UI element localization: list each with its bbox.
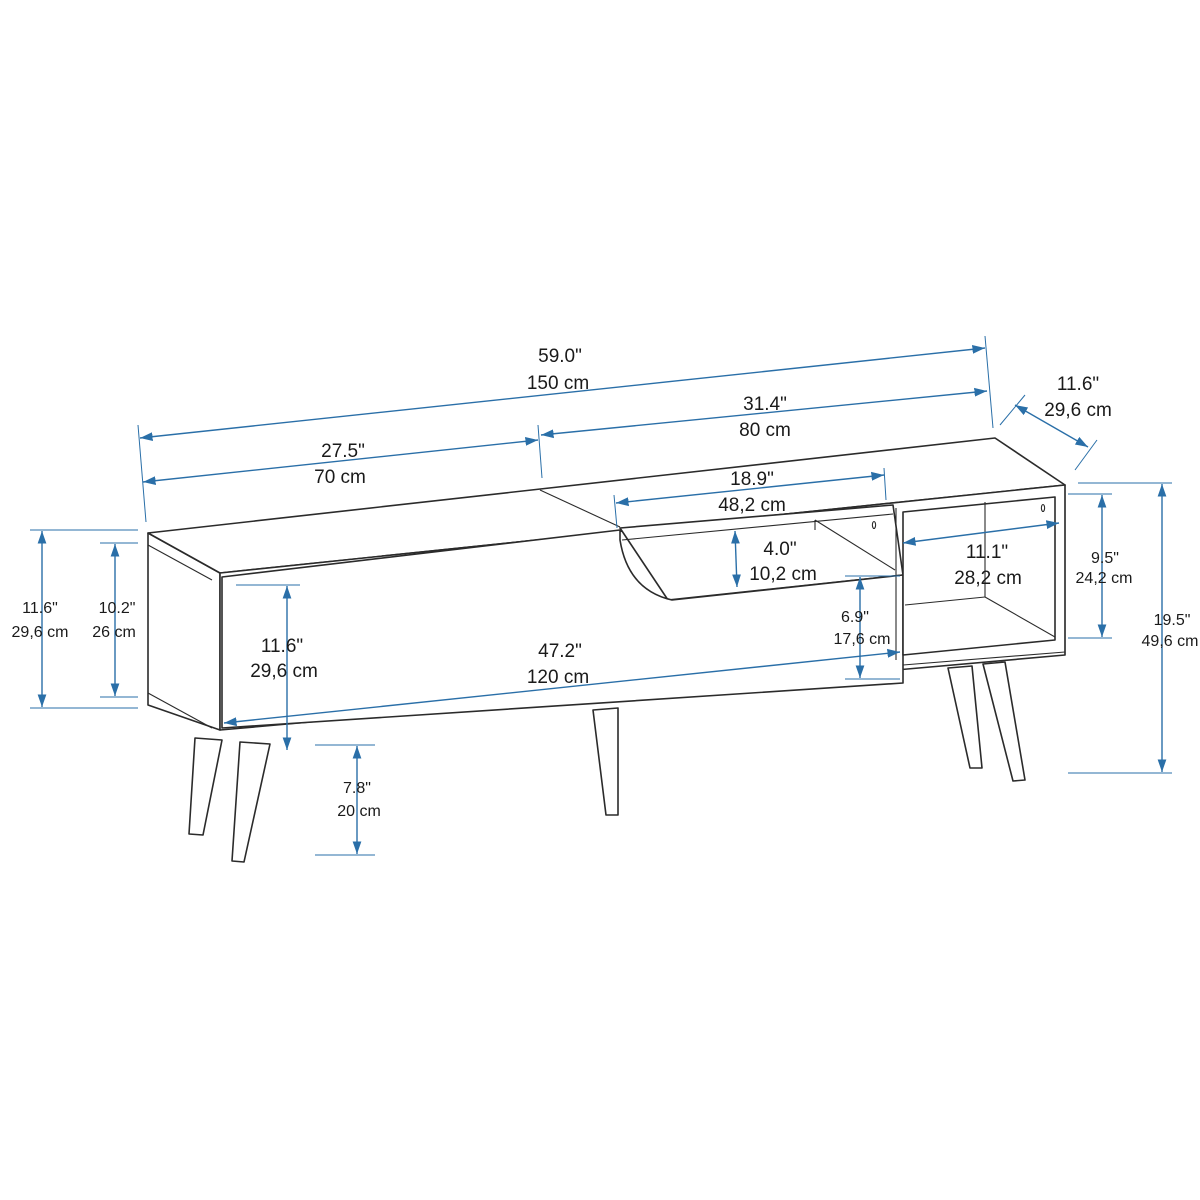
dim-left-section: [142, 436, 539, 486]
label-front-width-cm: 120 cm: [527, 667, 589, 688]
label-total-width-cm: 150 cm: [527, 373, 589, 394]
dimension-labels: 59.0" 150 cm 27.5" 70 cm 31.4" 80 cm 11.…: [12, 346, 1199, 820]
dim-shelf-width: [615, 471, 885, 507]
label-cubby-height-cm: 24,2 cm: [1076, 570, 1133, 587]
label-inner-height-in: 10.2": [99, 600, 136, 617]
dim-depth: [1014, 404, 1089, 448]
label-cubby-width-cm: 28,2 cm: [954, 568, 1022, 589]
dim-front-width: [223, 648, 901, 727]
label-right-section-cm: 80 cm: [739, 420, 791, 441]
dim-cubby-width: [902, 520, 1060, 546]
leg-back-left: [188, 737, 223, 836]
leg-front-right: [982, 661, 1026, 782]
label-total-height-in: 19.5": [1154, 612, 1191, 629]
label-left-section-in: 27.5": [321, 441, 365, 462]
label-inner-height-cm: 26 cm: [92, 624, 136, 641]
label-shelf-width-in: 18.9": [730, 469, 774, 490]
leg-middle: [592, 707, 619, 816]
label-drawer-height-cm: 17,6 cm: [834, 631, 891, 648]
leg-front-left: [231, 741, 271, 863]
label-shelf-height-cm: 10,2 cm: [749, 564, 817, 585]
legs: [188, 661, 1026, 863]
label-left-section-cm: 70 cm: [314, 467, 366, 488]
label-shelf-width-cm: 48,2 cm: [718, 495, 786, 516]
label-cubby-height-in: 9.5": [1091, 550, 1119, 567]
dim-shelf-height: [731, 530, 741, 588]
label-total-width-in: 59.0": [538, 346, 582, 367]
label-total-height-cm: 49,6 cm: [1142, 633, 1199, 650]
label-side-height-cm: 29,6 cm: [12, 624, 69, 641]
label-side-height-in: 11.6": [22, 600, 58, 617]
label-depth-cm: 29,6 cm: [1044, 400, 1112, 421]
dimension-lines: [30, 335, 1172, 856]
dim-right-section: [540, 387, 988, 439]
label-depth-in: 11.6": [1057, 374, 1099, 395]
label-front-height-cm: 29,6 cm: [250, 661, 318, 682]
label-cubby-width-in: 11.1": [966, 542, 1008, 563]
leg-back-right: [947, 665, 983, 769]
label-shelf-height-in: 4.0": [763, 539, 796, 560]
label-drawer-height-in: 6.9": [841, 609, 869, 626]
label-front-width-in: 47.2": [538, 641, 582, 662]
label-front-height-in: 11.6": [261, 636, 303, 657]
label-leg-height-cm: 20 cm: [337, 803, 381, 820]
label-right-section-in: 31.4": [743, 394, 787, 415]
label-leg-height-in: 7.8": [343, 780, 371, 797]
